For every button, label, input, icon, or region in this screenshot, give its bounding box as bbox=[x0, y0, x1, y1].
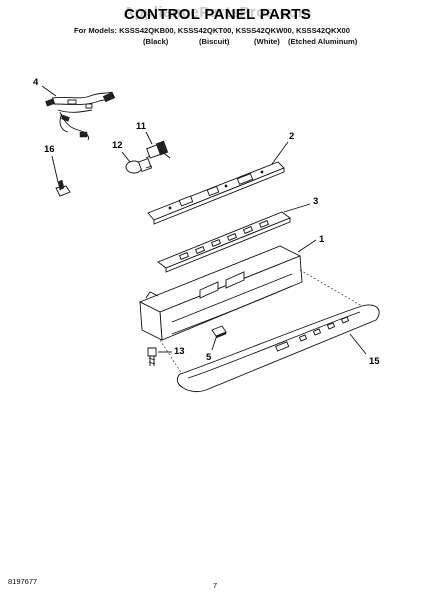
callout-11: 11 bbox=[136, 121, 147, 132]
callout-3: 3 bbox=[313, 196, 319, 207]
callout-2: 2 bbox=[289, 131, 295, 142]
page-number: 7 bbox=[213, 581, 218, 590]
leader-12 bbox=[121, 151, 131, 163]
color-label-black: (Black) bbox=[143, 37, 169, 46]
screw-part[interactable] bbox=[147, 347, 157, 366]
models-line: For Models: KSSS42QKB00, KSSS42QKT00, KS… bbox=[74, 26, 351, 35]
color-label-etched-aluminum: (Etched Aluminum) bbox=[288, 37, 358, 46]
leader-2 bbox=[271, 141, 289, 165]
page-title: CONTROL PANEL PARTS bbox=[123, 6, 312, 23]
callout-16: 16 bbox=[44, 144, 55, 155]
leader-1 bbox=[297, 239, 317, 253]
color-label-biscuit: (Biscuit) bbox=[199, 37, 230, 46]
leader-3 bbox=[283, 203, 311, 213]
watermark: AppliancePartsPros.com bbox=[123, 4, 312, 21]
control-panel-trim-part[interactable] bbox=[177, 304, 380, 392]
spacer-part[interactable] bbox=[211, 325, 227, 339]
callout-5: 5 bbox=[206, 352, 212, 363]
document-number: 8197677 bbox=[8, 577, 38, 586]
light-bulb-part[interactable] bbox=[125, 155, 153, 174]
callout-15: 15 bbox=[369, 356, 380, 367]
callout-12: 12 bbox=[112, 140, 123, 151]
leader-11 bbox=[145, 131, 153, 145]
clip-part[interactable] bbox=[55, 179, 71, 197]
color-label-white: (White) bbox=[254, 37, 280, 46]
leader-15 bbox=[349, 333, 367, 355]
leader-5 bbox=[211, 337, 217, 351]
control-housing-part[interactable] bbox=[138, 245, 303, 341]
leader-16 bbox=[51, 155, 59, 183]
callout-1: 1 bbox=[319, 234, 325, 245]
assembly-line bbox=[299, 269, 363, 307]
bulb-socket-part[interactable] bbox=[146, 140, 171, 159]
control-board-part[interactable] bbox=[147, 161, 285, 225]
wire-harness-part[interactable] bbox=[45, 91, 116, 141]
membrane-panel-part[interactable] bbox=[157, 211, 291, 273]
leader-4 bbox=[41, 85, 57, 97]
callout-4: 4 bbox=[33, 77, 39, 88]
assembly-line bbox=[159, 339, 183, 375]
callout-13: 13 bbox=[174, 346, 185, 357]
